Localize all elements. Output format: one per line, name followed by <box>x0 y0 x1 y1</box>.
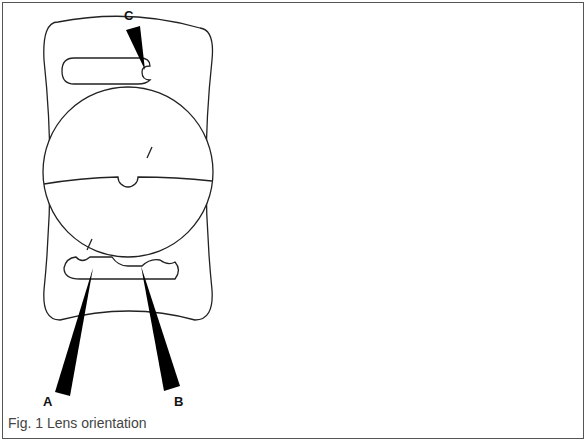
callout-letter: B <box>174 394 183 409</box>
optic-axis-line <box>44 177 212 187</box>
top-slot <box>62 58 150 84</box>
axis-mark <box>147 147 152 158</box>
callout-pointer <box>126 26 145 70</box>
figure-caption: Fig. 1 Lens orientation <box>8 415 147 431</box>
callout-pointer <box>141 266 180 391</box>
bottom-slot <box>64 257 179 279</box>
callout-letter: A <box>43 394 52 409</box>
lens-optic <box>43 87 213 257</box>
callout-pointer <box>55 268 93 396</box>
callout-letter: C <box>124 8 133 23</box>
lens-haptic-body <box>44 16 213 320</box>
axis-mark <box>87 239 92 250</box>
